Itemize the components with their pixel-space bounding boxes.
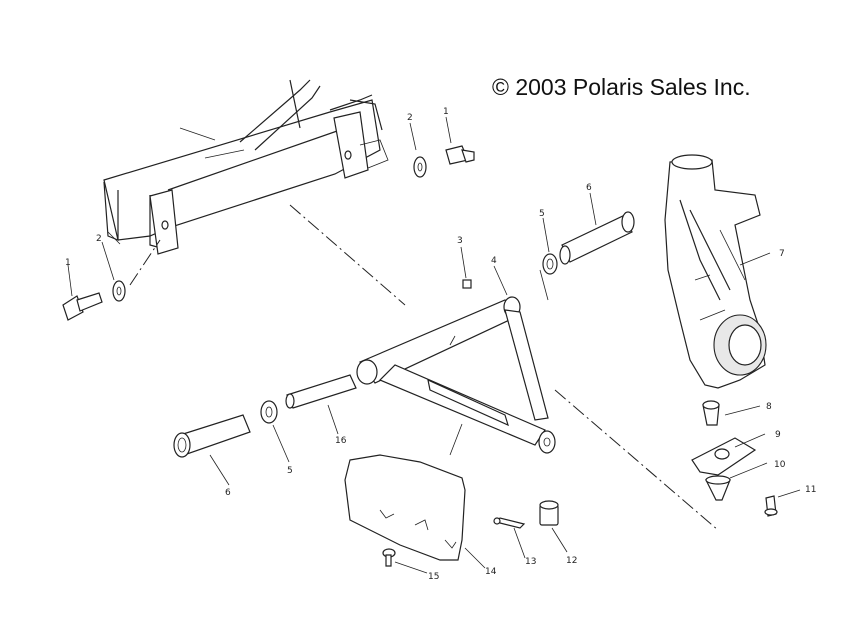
callout-11: 11 bbox=[805, 485, 816, 495]
leader-lines bbox=[67, 116, 801, 574]
bushing-lower bbox=[173, 414, 251, 458]
callout-12: 12 bbox=[566, 556, 577, 566]
grease-fitting bbox=[462, 279, 472, 289]
callout-5-lower: 5 bbox=[287, 466, 293, 476]
screw-15 bbox=[382, 548, 396, 567]
ball-joint bbox=[702, 400, 720, 426]
frame-assembly bbox=[103, 79, 389, 255]
spindle bbox=[664, 154, 767, 389]
washer-5-upper bbox=[542, 253, 558, 275]
callout-6-lower: 6 bbox=[225, 488, 231, 498]
callout-7: 7 bbox=[779, 249, 785, 259]
a-arm-guard bbox=[344, 454, 466, 561]
bolt-lower bbox=[62, 292, 103, 321]
pivot-tube bbox=[286, 374, 357, 409]
callout-15: 15 bbox=[428, 572, 439, 582]
callout-16: 16 bbox=[335, 436, 347, 446]
nut-12 bbox=[539, 500, 559, 526]
bolt-11 bbox=[764, 495, 778, 517]
washer-lower bbox=[112, 280, 126, 302]
callout-6-upper: 6 bbox=[586, 183, 592, 193]
bolt-upper bbox=[445, 145, 475, 165]
callout-1-upper: 1 bbox=[443, 107, 449, 117]
callout-9: 9 bbox=[775, 430, 781, 440]
washer-upper bbox=[413, 156, 427, 178]
callout-10: 10 bbox=[774, 460, 786, 470]
callout-3: 3 bbox=[457, 236, 463, 246]
callout-4: 4 bbox=[491, 256, 497, 266]
callout-5-upper: 5 bbox=[539, 209, 545, 219]
callout-2-upper: 2 bbox=[407, 113, 413, 123]
washer-5-lower bbox=[260, 400, 278, 424]
callout-2-lower: 2 bbox=[96, 234, 102, 244]
copyright-notice: © 2003 Polaris Sales Inc. bbox=[492, 74, 751, 100]
callout-8: 8 bbox=[766, 402, 772, 412]
a-arm bbox=[356, 296, 556, 454]
callout-14: 14 bbox=[485, 567, 497, 577]
callout-1-lower: 1 bbox=[65, 258, 71, 268]
callout-13: 13 bbox=[525, 557, 536, 567]
bushing-upper bbox=[559, 211, 635, 265]
